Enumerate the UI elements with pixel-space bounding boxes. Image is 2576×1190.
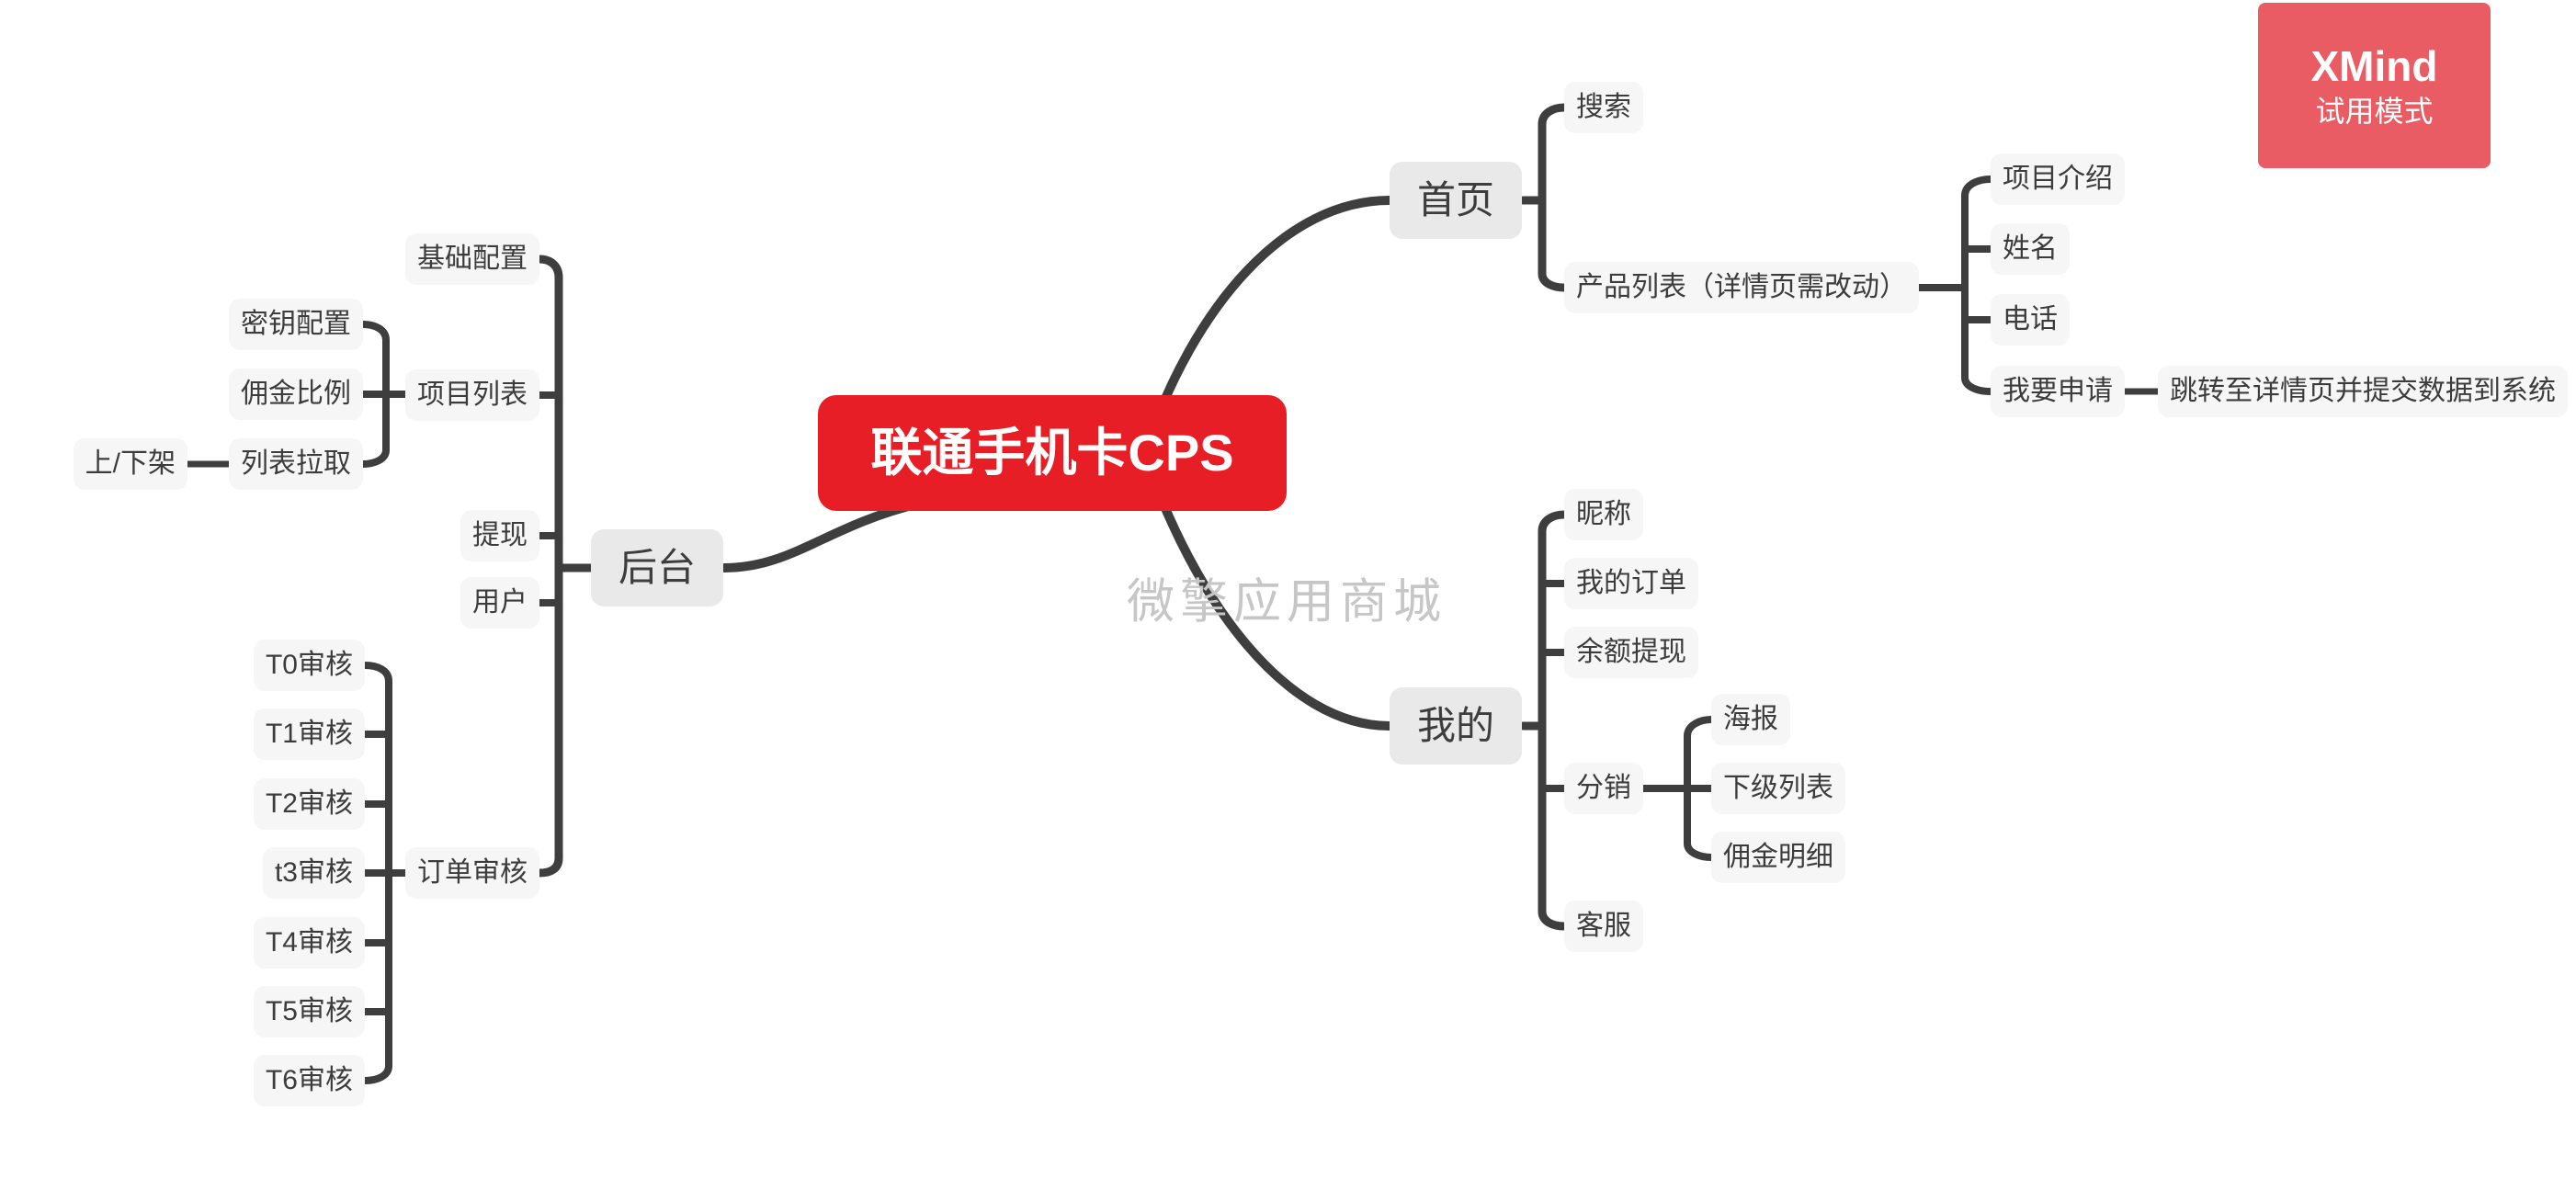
node-user[interactable]: 用户 [460,577,539,629]
node-poster[interactable]: 海报 [1711,694,1790,745]
node-distribution[interactable]: 分销 [1564,763,1643,814]
node-balance-withdraw[interactable]: 余额提现 [1564,627,1698,678]
node-central-topic[interactable]: 联通手机卡CPS [818,395,1287,511]
node-backend[interactable]: 后台 [591,529,724,606]
node-t1-audit[interactable]: T1审核 [253,708,365,760]
connector-mine-trunk [1538,510,1569,931]
node-home[interactable]: 首页 [1390,162,1523,239]
node-nickname[interactable]: 昵称 [1564,489,1643,540]
node-apply-jump-detail[interactable]: 跳转至详情页并提交数据到系统 [2158,366,2568,417]
node-mine[interactable]: 我的 [1390,687,1523,765]
node-my-orders[interactable]: 我的订单 [1564,558,1698,609]
node-basic-config[interactable]: 基础配置 [405,233,539,285]
node-name[interactable]: 姓名 [1991,223,2070,275]
trial-mode-label: 试用模式 [2315,95,2434,128]
node-t5-audit[interactable]: T5审核 [253,986,365,1037]
connector-home-trunk [1538,103,1569,292]
node-t3-audit[interactable]: t3审核 [262,847,365,899]
node-order-audit[interactable]: 订单审核 [405,847,539,899]
node-search[interactable]: 搜索 [1564,82,1643,133]
node-project-list[interactable]: 项目列表 [405,369,539,421]
node-apply[interactable]: 我要申请 [1991,366,2125,417]
weiqin-watermark: 微擎应用商城 [1126,575,1447,629]
node-commission-ratio[interactable]: 佣金比例 [229,368,363,420]
connector-productlist-bracket [1961,176,1994,395]
node-commission-detail[interactable]: 佣金明细 [1711,832,1845,883]
connector-root-backend [720,499,924,572]
node-product-list[interactable]: 产品列表（详情页需改动） [1564,262,1919,313]
node-t0-audit[interactable]: T0审核 [253,640,365,691]
node-sub-list[interactable]: 下级列表 [1711,763,1845,814]
node-t6-audit[interactable]: T6审核 [253,1055,365,1106]
node-customer-service[interactable]: 客服 [1564,901,1643,952]
node-project-intro[interactable]: 项目介绍 [1991,153,2125,205]
node-phone[interactable]: 电话 [1991,294,2070,346]
node-on-off-shelf[interactable]: 上/下架 [73,438,187,490]
xmind-trial-badge: XMind 试用模式 [2258,3,2491,168]
connector-root-mine [1140,448,1394,731]
xmind-logo-text: XMind [2310,42,2438,90]
node-t2-audit[interactable]: T2审核 [253,778,365,830]
node-list-pull[interactable]: 列表拉取 [229,438,363,490]
node-key-config[interactable]: 密钥配置 [229,299,363,350]
node-withdraw[interactable]: 提现 [460,510,539,561]
node-t4-audit[interactable]: T4审核 [253,917,365,969]
